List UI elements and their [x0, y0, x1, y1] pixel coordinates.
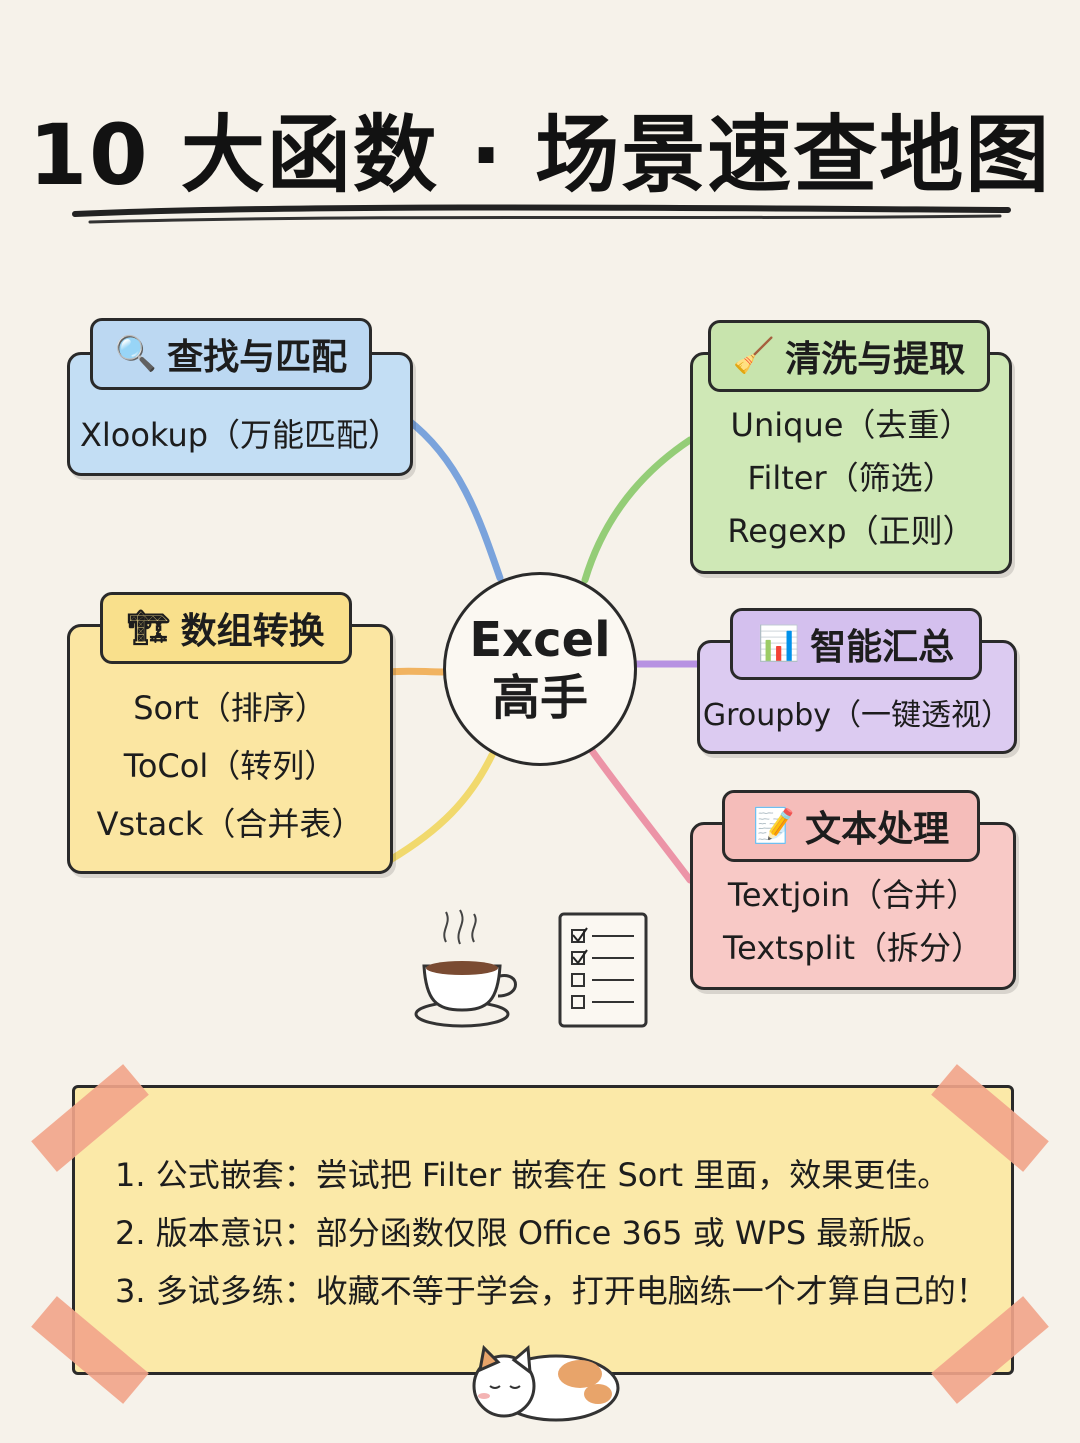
sleeping-cat-icon: [472, 1344, 620, 1422]
clean-item-2: Filter（筛选）: [747, 459, 955, 497]
tip-2: 2. 版本意识：部分函数仅限 Office 365 或 WPS 最新版。: [115, 1214, 945, 1252]
title-underline: [72, 204, 1011, 217]
tip-1: 1. 公式嵌套：尝试把 Filter 嵌套在 Sort 里面，效果更佳。: [115, 1156, 950, 1194]
title-underline-2: [88, 214, 1002, 224]
tips-note: 1. 公式嵌套：尝试把 Filter 嵌套在 Sort 里面，效果更佳。 2. …: [72, 1085, 1014, 1375]
array-item-2: ToCol（转列）: [123, 747, 337, 785]
center-line-1: Excel: [469, 612, 611, 668]
crane-icon: 🏗: [127, 608, 171, 648]
coffee-cup-icon: [414, 909, 517, 1028]
card-summary-head: 📊 智能汇总: [730, 608, 982, 680]
connector-array-2: [386, 751, 496, 864]
lookup-item-1: Xlookup（万能匹配）: [79, 416, 401, 454]
bar-chart-icon: 📊: [757, 624, 801, 664]
center-node: Excel 高手: [443, 572, 637, 766]
clean-item-1: Unique（去重）: [730, 406, 972, 444]
card-array-head: 🏗 数组转换: [100, 592, 352, 664]
text-item-1: Textjoin（合并）: [727, 876, 979, 914]
broom-icon: 🧹: [732, 336, 776, 376]
card-lookup-head: 🔍 查找与匹配: [90, 318, 372, 390]
text-title: 文本处理: [805, 809, 950, 850]
connector-array: [384, 667, 447, 676]
tip-3: 3. 多试多练：收藏不等于学会，打开电脑练一个才算自己的！: [115, 1272, 988, 1310]
array-item-3: Vstack（合并表）: [96, 805, 364, 843]
checklist-icon: [558, 912, 648, 1028]
summary-title: 智能汇总: [810, 627, 955, 668]
memo-icon: 📝: [752, 806, 796, 846]
connector-clean: [581, 436, 694, 584]
summary-item-1: Groupby（一键透视）: [702, 698, 1012, 733]
center-line-2: 高手: [491, 670, 588, 726]
card-text-head: 📝 文本处理: [722, 790, 980, 862]
connector-text: [586, 744, 694, 884]
array-title: 数组转换: [180, 611, 325, 652]
magnifier-icon: 🔍: [114, 334, 158, 374]
clean-item-3: Regexp（正则）: [727, 512, 975, 550]
clean-title: 清洗与提取: [785, 339, 966, 380]
connector-lookup: [404, 416, 504, 582]
text-item-2: Textsplit（拆分）: [722, 929, 984, 967]
card-clean-head: 🧹 清洗与提取: [708, 320, 990, 392]
lookup-title: 查找与匹配: [167, 337, 348, 378]
array-item-1: Sort（排序）: [133, 689, 327, 727]
page-title: 10 大函数 · 场景速查地图: [28, 106, 1052, 204]
